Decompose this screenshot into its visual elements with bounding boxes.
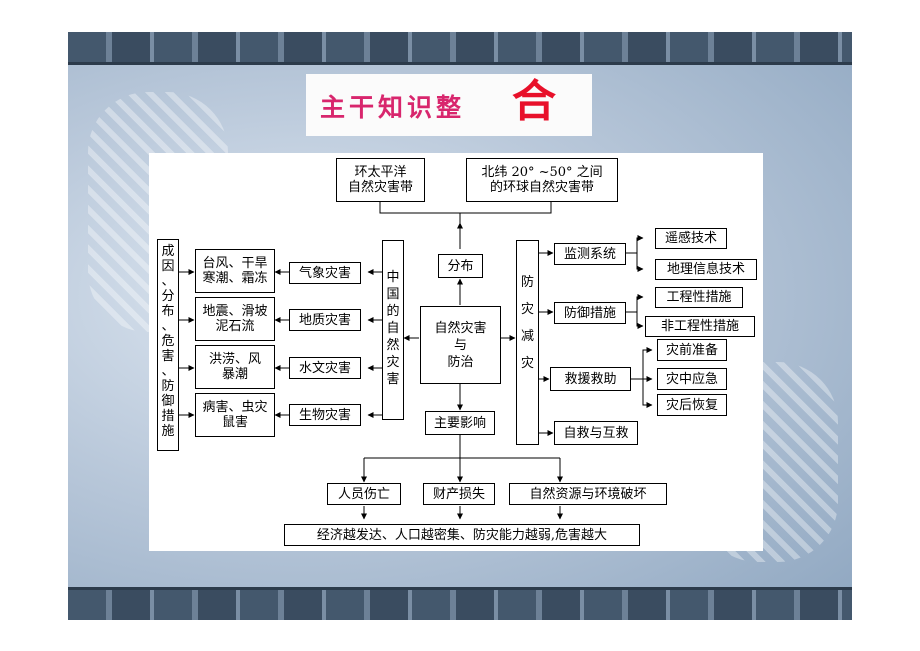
center-topic-box: 自然灾害 与 防治	[420, 306, 501, 384]
china-natural-disasters-column: 中国的自然灾害	[382, 240, 404, 420]
vertical-char: 减	[520, 329, 534, 344]
biological-examples-box: 病害、虫灾 鼠害	[195, 393, 275, 437]
self-mutual-rescue-box: 自救与互救	[554, 421, 638, 445]
vertical-char: 害	[386, 372, 400, 387]
post-disaster-box: 灾后恢复	[657, 394, 727, 416]
hydrological-examples-box: 洪涝、风 暴潮	[195, 345, 275, 389]
distribution-box: 分布	[438, 254, 483, 278]
during-disaster-box: 灾中应急	[657, 368, 727, 390]
disaster-prevention-column: 防灾减灾	[516, 240, 539, 445]
pre-disaster-box: 灾前准备	[657, 339, 727, 361]
vertical-char: 中	[386, 270, 400, 285]
defense-measures-box: 防御措施	[554, 302, 626, 324]
vertical-char: 国	[386, 287, 400, 302]
slide-title: 主干知识整 合	[306, 74, 592, 136]
top-decorative-band	[68, 32, 852, 62]
vertical-char: 防	[520, 275, 534, 290]
vertical-char: 灾	[386, 355, 400, 370]
latitude-disaster-belt-box: 北纬 20° ~50° 之间 的环球自然灾害带	[466, 158, 618, 202]
biological-disaster-box: 生物灾害	[289, 404, 361, 426]
property-loss-box: 财产损失	[423, 483, 495, 505]
vertical-char: 布	[161, 304, 175, 319]
connector-lines	[179, 201, 653, 520]
vertical-char: 危	[161, 334, 175, 349]
gis-box: 地理信息技术	[655, 259, 757, 280]
title-big-char: 合	[512, 76, 556, 127]
bottom-decorative-band	[68, 590, 852, 620]
conclusion-box: 经济越发达、人口越密集、防灾能力越弱,危害越大	[284, 524, 640, 546]
vertical-char: 御	[161, 394, 175, 409]
title-prefix: 主干知识整	[320, 93, 466, 122]
causes-distribution-hazards-column: 成因、分布、危害、防御措施	[157, 239, 179, 451]
rescue-relief-box: 救援救助	[550, 367, 631, 391]
vertical-char: 灾	[520, 302, 534, 317]
vertical-char: 因	[161, 259, 175, 274]
meteorological-examples-box: 台风、干旱 寒潮、霜冻	[195, 249, 275, 293]
vertical-char: 自	[386, 321, 400, 336]
vertical-char: 施	[161, 424, 175, 439]
vertical-char: 、	[161, 274, 175, 289]
vertical-char: 、	[161, 319, 175, 334]
vertical-char: 分	[161, 289, 175, 304]
geological-examples-box: 地震、滑坡 泥石流	[195, 297, 275, 341]
main-impact-box: 主要影响	[425, 411, 495, 435]
vertical-char: 然	[386, 338, 400, 353]
monitoring-system-box: 监测系统	[554, 243, 626, 265]
bottom-band-divider	[68, 587, 852, 590]
remote-sensing-box: 遥感技术	[655, 228, 727, 249]
vertical-char: 成	[161, 244, 175, 259]
engineering-measures-box: 工程性措施	[655, 287, 743, 308]
vertical-char: 灾	[520, 356, 534, 371]
hydrological-disaster-box: 水文灾害	[289, 357, 361, 379]
vertical-char: 的	[386, 304, 400, 319]
vertical-char: 害	[161, 349, 175, 364]
meteorological-disaster-box: 气象灾害	[289, 262, 361, 284]
resource-environment-damage-box: 自然资源与环境破坏	[509, 483, 667, 505]
vertical-char: 措	[161, 409, 175, 424]
pacific-disaster-belt-box: 环太平洋 自然灾害带	[336, 158, 425, 202]
vertical-char: 防	[161, 379, 175, 394]
vertical-char: 、	[161, 364, 175, 379]
casualties-box: 人员伤亡	[327, 483, 401, 505]
geological-disaster-box: 地质灾害	[289, 309, 361, 331]
concept-diagram: 环太平洋 自然灾害带 北纬 20° ~50° 之间 的环球自然灾害带 分布 自然…	[149, 153, 763, 551]
non-engineering-measures-box: 非工程性措施	[645, 316, 755, 337]
top-band-divider	[68, 62, 852, 65]
